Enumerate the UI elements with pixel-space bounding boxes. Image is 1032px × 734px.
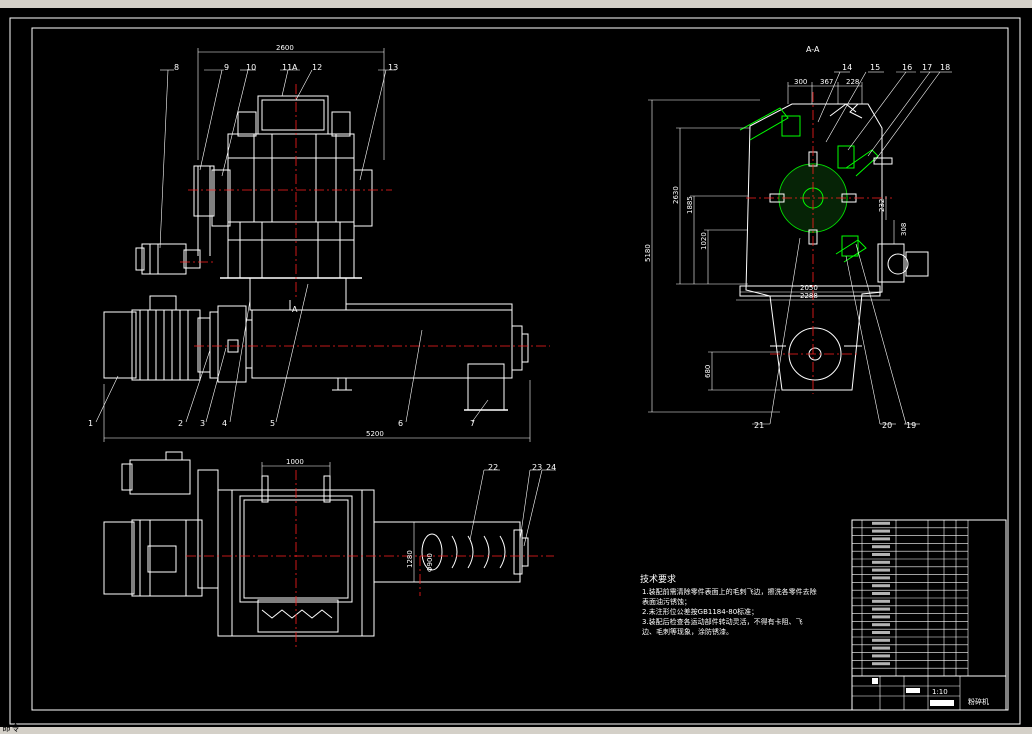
drawing-svg: 1 2 3 4 5 6 7 8 9 10 11 12 13 14 15 16 1…: [9, 17, 1021, 725]
title-block-texts: 1:10 粉碎机: [932, 688, 989, 706]
dimension-texts: 2600 5200 1000 1280 Φ900 300 367 228 518…: [276, 44, 908, 572]
title-block-cell-mark: [872, 576, 890, 580]
scale-text: 1:10: [932, 688, 948, 696]
inner-frame: [31, 27, 1009, 711]
part-label: 8: [174, 63, 179, 72]
dim-text: 1885: [686, 196, 694, 214]
drawing-name: 粉碎机: [968, 697, 989, 706]
command-line-bar[interactable]: 命令: [0, 724, 1032, 734]
notes-line: 3.装配后检查各运动部件转动灵活，不得有卡阻、飞: [642, 617, 803, 626]
part-label: 7: [470, 419, 475, 428]
part-label: 23: [532, 463, 542, 472]
part-label: 21: [754, 421, 764, 430]
notes-title: 技术要求: [640, 573, 676, 585]
dim-text: Φ900: [426, 553, 434, 572]
part-label: 18: [940, 63, 950, 72]
title-block-cell-mark: [872, 654, 890, 658]
title-block-cell-mark: [872, 521, 890, 525]
dim-text: 367: [820, 78, 833, 86]
part-label: 11: [282, 63, 292, 72]
dim-text: 2630: [672, 186, 680, 204]
part-label: 20: [882, 421, 892, 430]
title-block-cell-mark: [872, 607, 890, 611]
title-block-cell-mark: [872, 584, 890, 588]
dim-text: 2050: [800, 284, 818, 292]
notes-line: 1.装配前需清除零件表面上的毛刺飞边，擦洗各零件去除: [642, 587, 817, 596]
dim-text: 232: [878, 199, 886, 212]
dim-text: 300: [794, 78, 807, 86]
title-block-cell-mark: [872, 537, 890, 541]
part-label: 2: [178, 419, 183, 428]
section-view: [648, 71, 952, 425]
part-label: 5: [270, 419, 275, 428]
part-label: 14: [842, 63, 852, 72]
dim-text: 5200: [366, 430, 384, 438]
title-block-cell-mark: [872, 592, 890, 595]
front-view: [95, 48, 550, 442]
title-block-cell-mark: [872, 646, 890, 650]
part-label: 6: [398, 419, 403, 428]
part-label: 4: [222, 419, 227, 428]
part-label: 1: [88, 419, 93, 428]
dim-text: 1000: [286, 458, 304, 466]
title-block-cell-mark: [872, 560, 890, 564]
part-label: 9: [224, 63, 229, 72]
dim-text: 680: [704, 365, 712, 378]
cut-marker: A: [292, 63, 298, 72]
dim-text: 2600: [276, 44, 294, 52]
dim-text: 1280: [406, 550, 414, 568]
notes-line: 边、毛刺等现象，涂防锈漆。: [642, 627, 733, 636]
title-block-cell-mark: [872, 615, 890, 619]
part-label: 19: [906, 421, 916, 430]
title-block-cell-mark: [872, 631, 890, 634]
part-label: 15: [870, 63, 880, 72]
cut-marker: A: [292, 305, 298, 314]
title-block-cell-mark: [872, 599, 890, 603]
part-labels: 1 2 3 4 5 6 7 8 9 10 11 12 13 14 15 16 1…: [88, 45, 950, 472]
part-label: 12: [312, 63, 322, 72]
technical-notes: 技术要求 1.装配前需清除零件表面上的毛刺飞边，擦洗各零件去除 表面油污锈蚀； …: [640, 573, 817, 636]
title-block-cell-mark: [872, 568, 890, 572]
dim-text: 228: [846, 78, 859, 86]
title-block-cell-mark: [872, 638, 890, 642]
title-block-cell-mark: [872, 529, 890, 533]
part-label: 13: [388, 63, 398, 72]
notes-line: 2.未注形位公差按GB1184-80标准；: [642, 607, 758, 616]
part-label: 17: [922, 63, 932, 72]
part-label: 16: [902, 63, 912, 72]
title-block-cell-mark: [872, 553, 890, 556]
outer-frame: [9, 17, 1021, 725]
section-title: A-A: [806, 45, 820, 54]
title-block-cell-mark: [872, 545, 890, 549]
dim-text: 1020: [700, 232, 708, 250]
top-view: [103, 451, 556, 650]
title-block-cell-mark: [872, 623, 890, 627]
dim-text: 308: [900, 223, 908, 236]
notes-line: 表面油污锈蚀；: [642, 597, 691, 606]
title-block: [851, 519, 1007, 711]
part-label: 22: [488, 463, 498, 472]
cad-drawing-canvas[interactable]: 1 2 3 4 5 6 7 8 9 10 11 12 13 14 15 16 1…: [0, 8, 1032, 727]
dim-text: 2288: [800, 292, 818, 300]
command-line-text: 命令: [2, 724, 21, 734]
part-label: 10: [246, 63, 256, 72]
dim-text: 5180: [644, 244, 652, 262]
part-label: 24: [546, 463, 556, 472]
title-block-cell-mark: [872, 662, 890, 666]
part-label: 3: [200, 419, 205, 428]
